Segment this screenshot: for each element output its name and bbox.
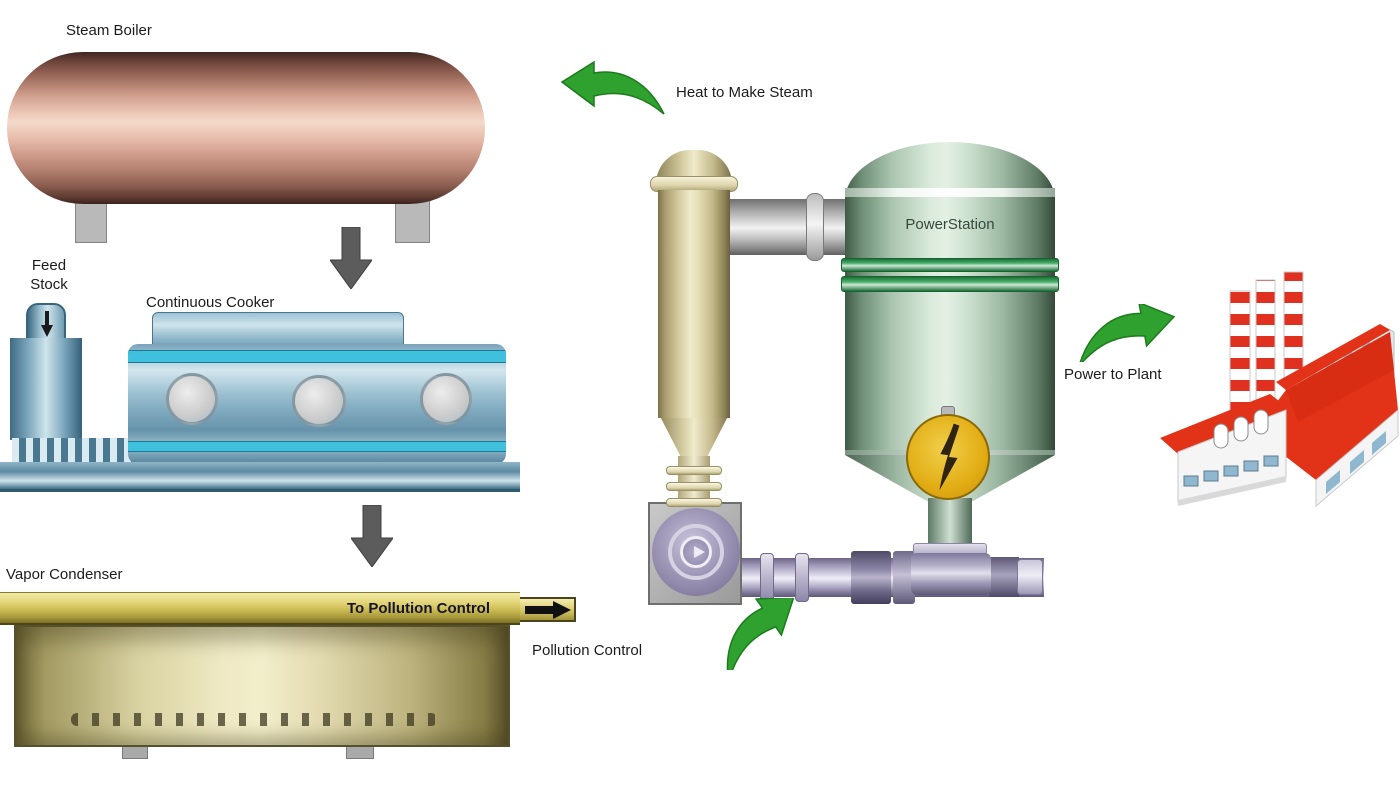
- smokestack: [1229, 290, 1251, 417]
- steam-boiler-label: Steam Boiler: [66, 22, 152, 39]
- pipe-end-cap: [1017, 559, 1043, 595]
- feed-stock-hopper: [10, 338, 82, 440]
- flow-down-arrow-icon: [351, 505, 393, 567]
- power-to-plant-arrow-icon: [1078, 304, 1176, 362]
- pollution-control-arrow-icon: [726, 598, 795, 670]
- pipe-coupling: [851, 551, 891, 604]
- pollution-outlet-pipe: [518, 597, 576, 622]
- vessel-highlight-band: [845, 188, 1055, 197]
- pump-core: [680, 536, 712, 568]
- pump-ring: [668, 524, 724, 580]
- heat-arrow-icon: [560, 60, 665, 115]
- cooker-top-drum: [152, 312, 404, 348]
- feed-inlet-arrow-icon: [41, 311, 53, 337]
- pipe-end-segment: [989, 557, 1019, 597]
- condenser-vent-holes: [71, 713, 437, 726]
- cyclone-column: [658, 190, 730, 418]
- pipe-coupling: [893, 551, 915, 604]
- cyclone-neck-ring: [666, 482, 722, 491]
- pump-arrow-icon: [694, 546, 705, 558]
- condenser-foot: [122, 745, 148, 759]
- vessel-green-band: [841, 276, 1059, 292]
- pipe-flange: [760, 553, 774, 602]
- factory-roof: [1254, 332, 1398, 480]
- power-to-plant-label: Power to Plant: [1064, 366, 1162, 383]
- condenser-top-duct: To Pollution Control: [0, 592, 520, 625]
- steam-pipe: [722, 199, 852, 255]
- heat-to-make-steam-label: Heat to Make Steam: [676, 84, 813, 101]
- cyclone-cone: [660, 418, 728, 460]
- cyclone-neck-ring: [666, 498, 722, 507]
- lightning-bolt-icon: [939, 423, 960, 491]
- feed-stock-inlet: [26, 303, 66, 341]
- cooker-porthole: [166, 373, 218, 425]
- pump: [652, 508, 740, 596]
- cooker-porthole: [292, 375, 346, 427]
- right-arrow-icon: [525, 601, 571, 619]
- power-station-neck: [928, 498, 972, 545]
- flow-down-arrow-icon: [330, 227, 372, 289]
- power-station-label: PowerStation: [905, 216, 995, 233]
- cooker-porthole: [420, 373, 472, 425]
- continuous-cooker-body: [128, 344, 506, 464]
- feed-stock-label: Feed Stock: [30, 257, 68, 293]
- cyclone-neck-ring: [666, 466, 722, 475]
- cooker-stripe: [128, 351, 506, 362]
- valve: [911, 553, 991, 595]
- cooker-base-platform: [0, 462, 520, 492]
- cooker-stripe: [128, 442, 506, 451]
- vapor-condenser-label: Vapor Condenser: [6, 566, 123, 583]
- continuous-cooker-label: Continuous Cooker: [146, 294, 275, 311]
- pipe-flange: [795, 553, 809, 602]
- to-pollution-control-label: To Pollution Control: [346, 600, 490, 617]
- pollution-control-label: Pollution Control: [532, 642, 643, 659]
- condenser-foot: [346, 745, 374, 759]
- electricity-disk: [906, 414, 990, 500]
- smokestack: [1255, 279, 1276, 401]
- smokestack: [1283, 271, 1304, 379]
- steam-pipe-coupling: [806, 193, 824, 261]
- steam-boiler-tank: [7, 52, 485, 204]
- vessel-green-band: [841, 258, 1059, 272]
- factory-illustration: [1160, 271, 1399, 508]
- factory-left-roof: [1160, 394, 1288, 454]
- feed-conveyor: [12, 438, 136, 465]
- vapor-condenser-tank: [14, 625, 510, 747]
